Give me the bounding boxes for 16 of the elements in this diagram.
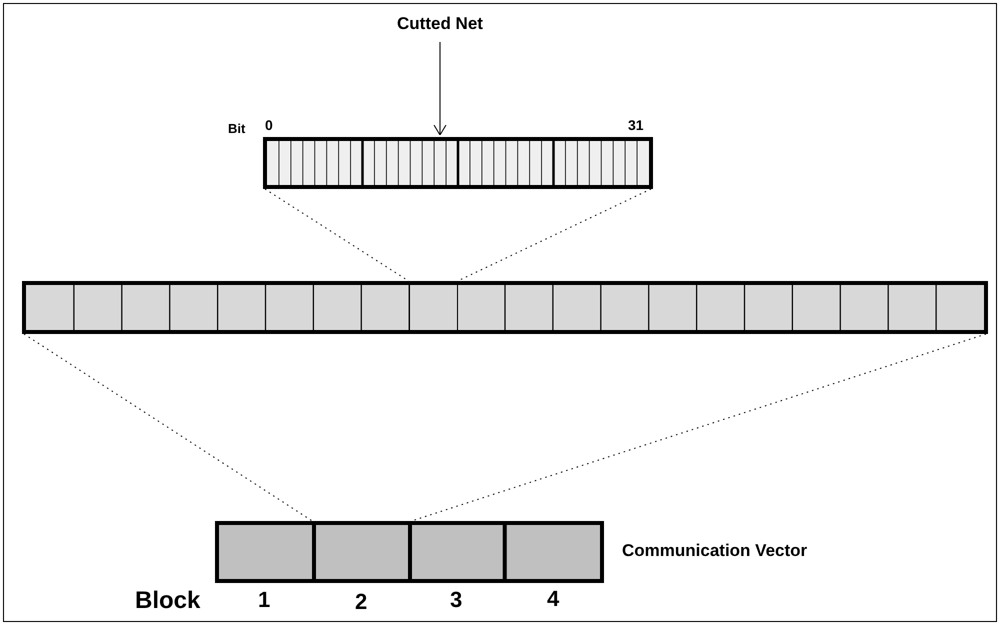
block-label: Block	[135, 587, 200, 615]
block-number: 2	[355, 589, 368, 615]
block-number: 3	[450, 587, 462, 613]
cell	[408, 285, 458, 330]
bit-label: Bit	[228, 121, 246, 136]
node-label: Cutted Net	[396, 14, 484, 34]
block-number: 1	[258, 587, 270, 613]
cell-bar	[215, 521, 604, 583]
cell-bar	[22, 281, 988, 334]
bit-index: 31	[628, 117, 644, 133]
bit-index: 0	[265, 117, 273, 133]
block-number: 4	[547, 586, 560, 612]
node-caption: Communication Vector	[622, 541, 808, 561]
cell-bar	[263, 137, 653, 189]
zoom-line	[24, 334, 313, 522]
arrow	[434, 42, 446, 136]
